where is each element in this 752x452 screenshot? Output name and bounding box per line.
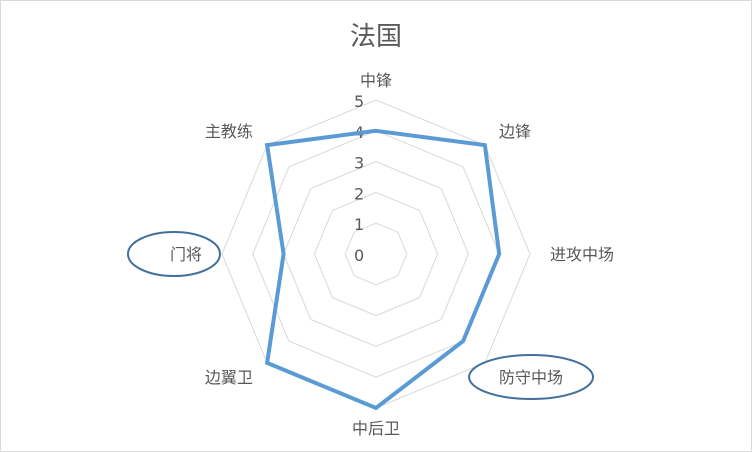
- grid-ring: [252, 130, 500, 378]
- grid-ring: [313, 191, 439, 317]
- axis-label: 中锋: [360, 71, 392, 90]
- axis-label: 主教练: [205, 122, 253, 141]
- axis-label: 中后卫: [352, 419, 400, 438]
- tick-label: 3: [354, 154, 364, 173]
- series-line: [264, 128, 502, 411]
- tick-label: 5: [354, 92, 364, 111]
- tick-label: 2: [354, 184, 364, 203]
- axis-label: 边翼卫: [205, 368, 253, 387]
- axis-label: 边锋: [499, 122, 531, 141]
- axis-label: 进攻中场: [550, 245, 614, 264]
- grid-ring: [283, 161, 469, 347]
- axis-label: 防守中场: [499, 368, 563, 387]
- chart-title: 法国: [349, 22, 402, 52]
- tick-label: 0: [354, 246, 364, 265]
- axis-label: 门将: [170, 245, 202, 264]
- annotation-ellipse: [468, 354, 595, 401]
- grid-ring: [344, 222, 408, 286]
- tick-label: 1: [354, 215, 364, 234]
- annotations: [126, 231, 595, 401]
- annotation-ellipse: [126, 231, 221, 277]
